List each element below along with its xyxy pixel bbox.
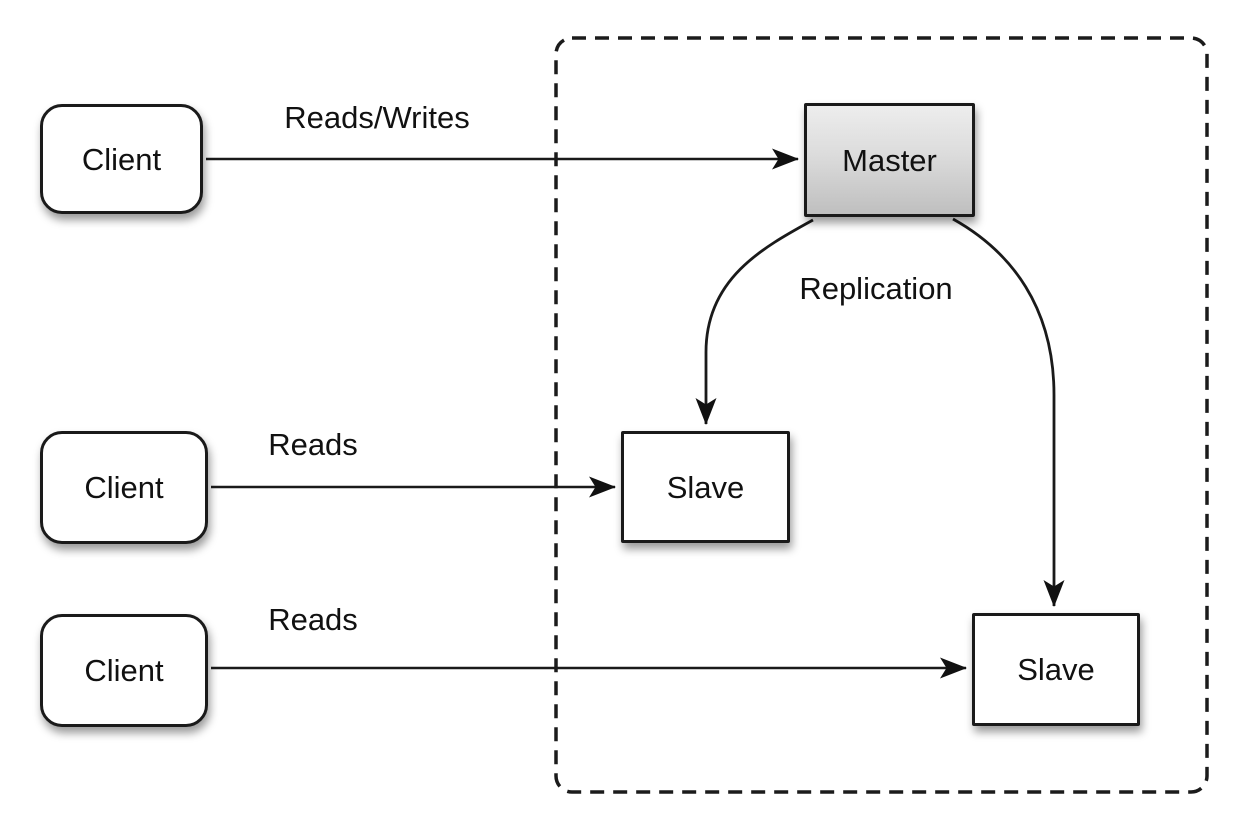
slave-left-node: Slave <box>621 431 790 543</box>
replication-group-boundary <box>554 36 1209 794</box>
edge-label-replication: Replication <box>799 271 953 306</box>
edge-master-to-slave-left-arrow <box>695 218 814 425</box>
edge-label-reads-bottom: Reads <box>268 602 358 637</box>
edge-label-reads-middle: Reads <box>268 427 358 462</box>
client-bottom-node: Client <box>40 614 208 727</box>
edge-master-to-slave-right-arrow <box>952 217 1065 607</box>
slave-right-node: Slave <box>972 613 1140 726</box>
client-middle-label: Client <box>84 470 164 505</box>
client-top-node: Client <box>40 104 203 214</box>
client-top-label: Client <box>81 141 162 177</box>
edge-label-reads-writes: Reads/Writes <box>284 100 470 135</box>
slave-left-label: Slave <box>666 469 745 505</box>
slave-right-label: Slave <box>1017 652 1095 687</box>
master-node: Master <box>804 103 975 217</box>
client-middle-node: Client <box>40 431 208 544</box>
master-label: Master <box>842 142 937 178</box>
client-bottom-label: Client <box>84 653 164 688</box>
